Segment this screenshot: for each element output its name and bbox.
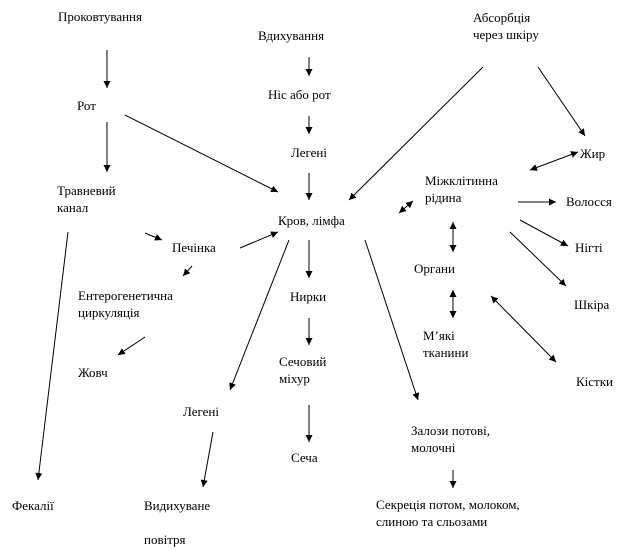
label-glands: Залози потові, молочні xyxy=(411,423,491,455)
arrow-skin-fat xyxy=(537,66,586,137)
label-nose-mouth: Ніс або рот xyxy=(268,87,331,102)
arrow-lungs-exhaled xyxy=(200,431,214,488)
arrow-blood-glands xyxy=(364,239,420,401)
label-skin: Шкіра xyxy=(574,297,610,312)
arrow-liver-enterohepatic xyxy=(182,265,193,277)
label-feces: Фекалії xyxy=(12,498,54,513)
label-swallowing: Проковтування xyxy=(58,9,142,24)
arrow-gi-liver xyxy=(144,232,163,241)
label-lungs-top: Легені xyxy=(291,145,327,160)
label-nails: Нігті xyxy=(575,240,603,255)
label-urine: Сеча xyxy=(291,450,318,465)
label-gi-tract: Травневий канал xyxy=(57,183,116,215)
label-exhaled-air: Видихуване повітря xyxy=(144,498,211,547)
arrow-blood-fluid xyxy=(398,200,414,214)
label-bones: Кістки xyxy=(576,374,614,389)
label-inhalation: Вдихування xyxy=(258,28,325,43)
arrow-fluid-skin xyxy=(509,231,567,287)
label-blood-lymph: Кров, лімфа xyxy=(278,213,345,228)
label-soft-tissues: М’які тканини xyxy=(423,328,469,360)
arrow-gi-feces xyxy=(35,231,69,481)
label-secretion: Секреція потом, молоком, слиною та сльоз… xyxy=(376,497,520,529)
arrow-fluid-fat xyxy=(529,151,579,171)
label-enterohepatic: Ентерогенетична циркуляція xyxy=(78,288,173,320)
arrow-mouth-blood xyxy=(124,114,279,193)
label-mouth: Рот xyxy=(77,98,96,113)
arrow-blood-lungs-bottom xyxy=(229,239,290,391)
label-lungs-bottom: Легені xyxy=(183,404,219,419)
label-interstitial-fluid: Міжклітинна рідина xyxy=(425,173,498,205)
label-fat: Жир xyxy=(580,146,606,161)
arrow-skin-blood xyxy=(348,66,484,201)
arrow-liver-blood xyxy=(239,231,279,249)
arrow-fluid-nails xyxy=(519,219,569,247)
label-skin-absorption: Абсорбція через шкіру xyxy=(473,10,539,42)
arrow-enterohepatic-bile xyxy=(117,336,146,356)
label-hair: Волосся xyxy=(566,194,612,209)
arrow-organs-bones xyxy=(490,295,557,363)
label-kidneys: Нирки xyxy=(290,289,327,304)
label-organs: Органи xyxy=(414,261,455,276)
label-bile: Жовч xyxy=(78,365,108,380)
label-liver: Печінка xyxy=(172,240,216,255)
label-bladder: Сечовий міхур xyxy=(279,354,327,386)
